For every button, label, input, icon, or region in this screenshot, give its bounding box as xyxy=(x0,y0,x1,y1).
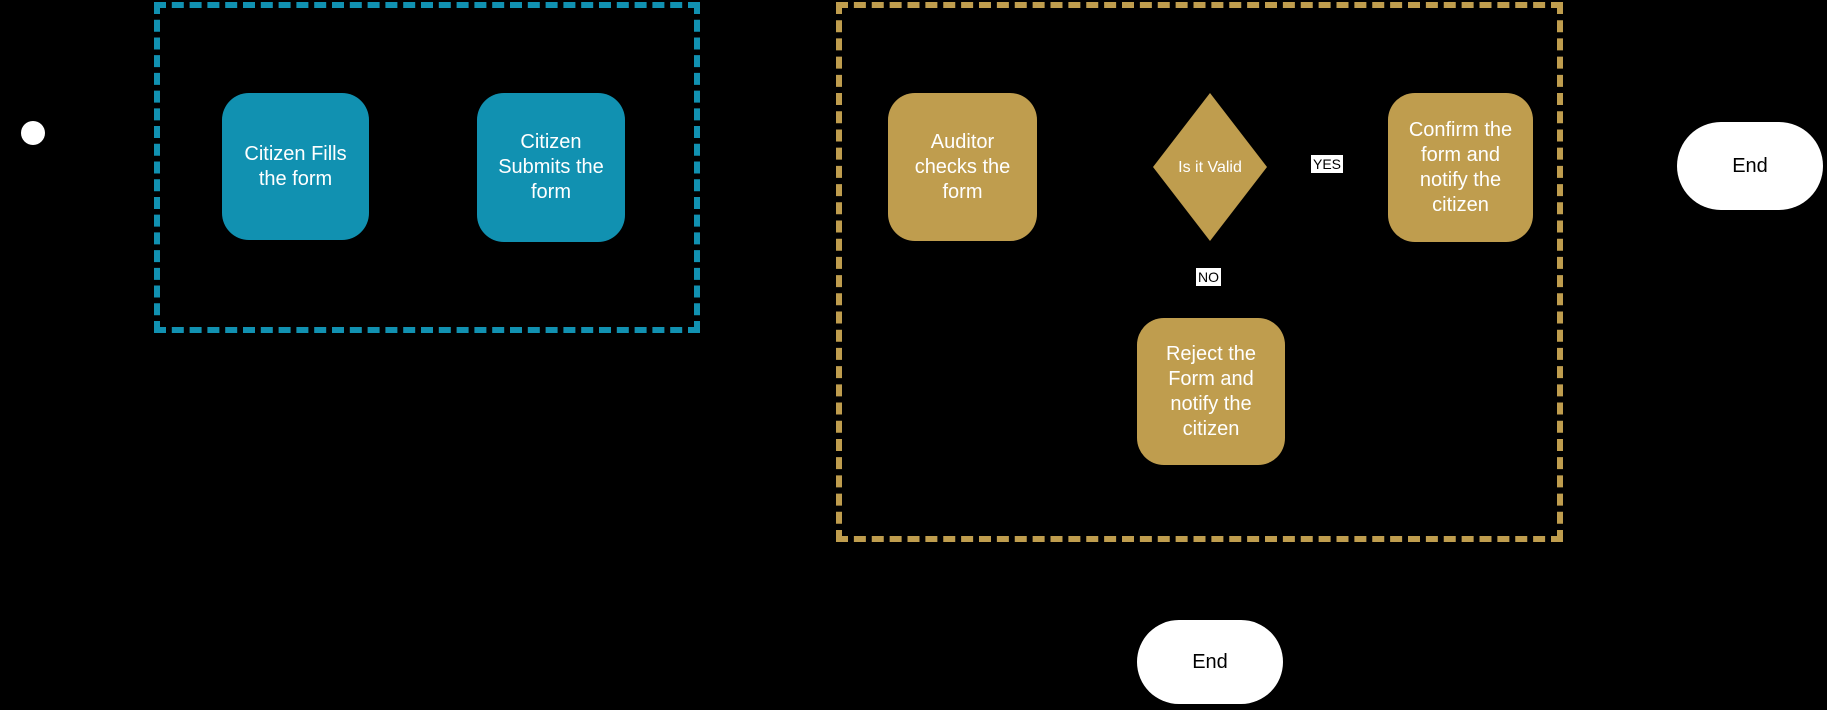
end-node-bottom[interactable]: End xyxy=(1137,620,1283,704)
node-confirm-form[interactable]: Confirm the form and notify the citizen xyxy=(1388,93,1533,242)
node-citizen-submits-form-label: Citizen Submits the form xyxy=(498,131,604,203)
decision-is-it-valid-label: Is it Valid xyxy=(1178,158,1242,176)
node-confirm-form-label: Confirm the form and notify the citizen xyxy=(1408,118,1513,216)
node-auditor-checks-form[interactable]: Auditor checks the form xyxy=(888,93,1037,241)
edge-label-no[interactable]: NO xyxy=(1196,268,1221,286)
node-reject-form[interactable]: Reject the Form and notify the citizen xyxy=(1137,318,1285,465)
node-reject-form-label: Reject the Form and notify the citizen xyxy=(1165,342,1257,440)
citizen-lane[interactable] xyxy=(154,2,700,333)
node-citizen-fills-form[interactable]: Citizen Fills the form xyxy=(222,93,369,240)
end-node-bottom-label: End xyxy=(1192,650,1228,673)
start-node[interactable] xyxy=(21,121,45,145)
edge-label-yes[interactable]: YES xyxy=(1311,155,1344,173)
end-node-right[interactable]: End xyxy=(1677,122,1823,210)
node-citizen-submits-form[interactable]: Citizen Submits the form xyxy=(477,93,625,242)
end-node-right-label: End xyxy=(1732,154,1768,177)
node-citizen-fills-form-label: Citizen Fills the form xyxy=(244,142,347,190)
node-auditor-checks-form-label: Auditor checks the form xyxy=(914,130,1011,203)
auditor-lane[interactable] xyxy=(836,2,1563,542)
